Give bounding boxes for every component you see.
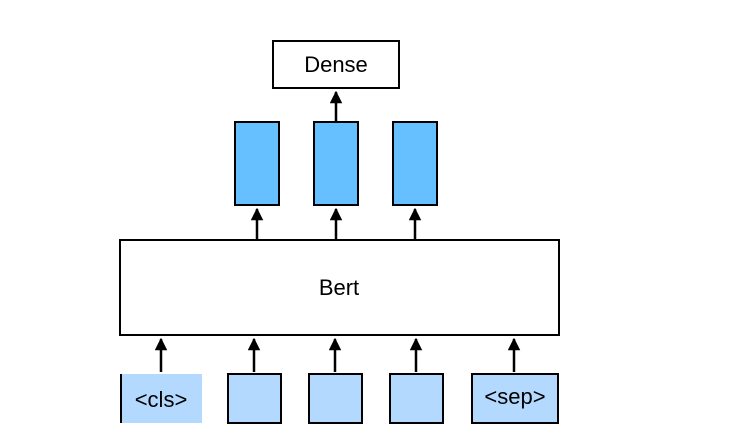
input-token-cls: <cls> bbox=[120, 374, 202, 423]
output-vector-2 bbox=[313, 121, 359, 206]
bert-encoder-box: Bert bbox=[119, 239, 560, 336]
input-tokens: <cls> <sep> bbox=[120, 373, 559, 424]
output-vector-1 bbox=[234, 121, 280, 206]
input-token-3 bbox=[308, 373, 363, 424]
bert-label: Bert bbox=[319, 275, 359, 300]
input-token-2 bbox=[227, 373, 282, 424]
output-vectors bbox=[234, 121, 438, 206]
input-token-sep-label: <sep> bbox=[484, 384, 545, 409]
input-token-sep: <sep> bbox=[471, 373, 559, 424]
output-vector-3 bbox=[392, 121, 438, 206]
input-token-4 bbox=[389, 373, 444, 424]
input-token-cls-label: <cls> bbox=[135, 387, 188, 412]
dense-label: Dense bbox=[304, 52, 368, 77]
dense-layer-box: Dense bbox=[272, 40, 400, 89]
